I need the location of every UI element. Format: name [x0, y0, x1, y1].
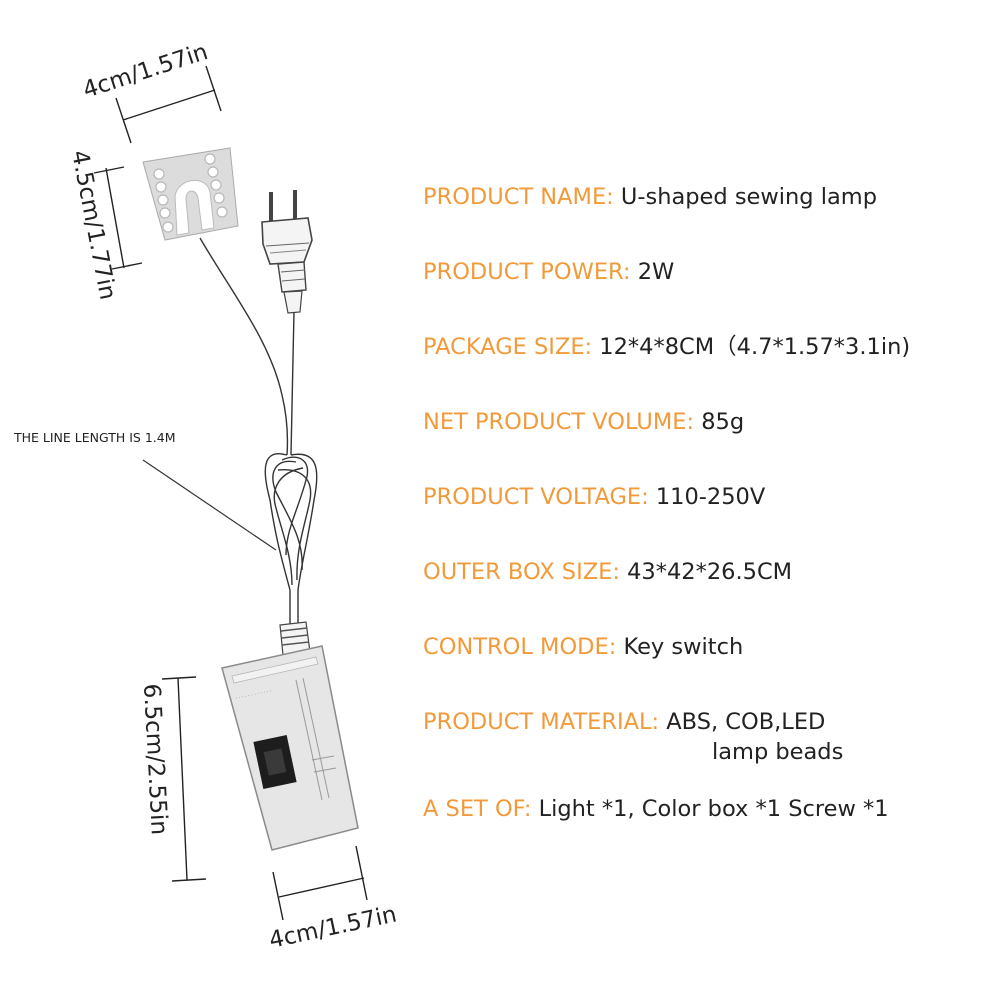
lamp-height-label: 4.5cm/1.77in: [66, 148, 120, 302]
spec-value: U-shaped sewing lamp: [620, 184, 877, 210]
line-length-pointer: [142, 459, 277, 551]
spec-net-volume: NET PRODUCT VOLUME: 85g: [423, 407, 744, 437]
lamp-width-label: 4cm/1.57in: [80, 39, 211, 104]
spec-label: NET PRODUCT VOLUME:: [423, 409, 695, 435]
power-plug: [261, 190, 313, 314]
spec-value: 85g: [701, 409, 745, 435]
box-height-label: 6.5cm/2.55in: [138, 683, 172, 836]
spec-value: 43*42*26.5CM: [627, 559, 793, 585]
lamp-height-dimension: 4.5cm/1.77in: [66, 148, 143, 302]
box-width-dimension: 4cm/1.57in: [267, 845, 399, 954]
spec-control-mode: CONTROL MODE: Key switch: [423, 632, 743, 662]
spec-value: ABS, COB,LED: [666, 709, 826, 735]
line-length-note: THE LINE LENGTH IS 1.4M: [13, 430, 176, 445]
power-cable: [199, 237, 318, 625]
spec-label: PRODUCT MATERIAL:: [423, 709, 660, 735]
spec-value: Light *1, Color box *1 Screw *1: [538, 796, 889, 822]
u-lamp-head: [142, 147, 239, 241]
spec-label: PRODUCT POWER:: [423, 259, 631, 285]
spec-label: PRODUCT NAME:: [423, 184, 614, 210]
spec-label: OUTER BOX SIZE:: [423, 559, 620, 585]
spec-voltage: PRODUCT VOLTAGE: 110-250V: [423, 482, 765, 512]
lamp-width-dimension: 4cm/1.57in: [80, 39, 222, 144]
spec-label: PACKAGE SIZE:: [423, 334, 593, 360]
spec-value: Key switch: [623, 634, 744, 660]
spec-product-power: PRODUCT POWER: 2W: [423, 257, 674, 287]
spec-label: PRODUCT VOLTAGE:: [423, 484, 649, 510]
box-width-label: 4cm/1.57in: [267, 901, 399, 953]
spec-value: 110-250V: [655, 484, 766, 510]
spec-material: PRODUCT MATERIAL: ABS, COB,LED lamp bead…: [423, 707, 843, 767]
switch-box: · · · · · · · · · · · ·: [221, 645, 359, 851]
spec-label: CONTROL MODE:: [423, 634, 617, 660]
spec-value-continued: lamp beads: [712, 739, 844, 765]
spec-value: 12*4*8CM（4.7*1.57*3.1in): [599, 334, 911, 360]
spec-value: 2W: [637, 259, 675, 285]
spec-package-size: PACKAGE SIZE: 12*4*8CM（4.7*1.57*3.1in): [423, 332, 910, 362]
spec-label: A SET OF:: [423, 796, 532, 822]
box-height-dimension: 6.5cm/2.55in: [138, 676, 207, 882]
spec-outer-box: OUTER BOX SIZE: 43*42*26.5CM: [423, 557, 792, 587]
spec-product-name: PRODUCT NAME: U-shaped sewing lamp: [423, 182, 877, 212]
spec-set-of: A SET OF: Light *1, Color box *1 Screw *…: [423, 794, 889, 824]
